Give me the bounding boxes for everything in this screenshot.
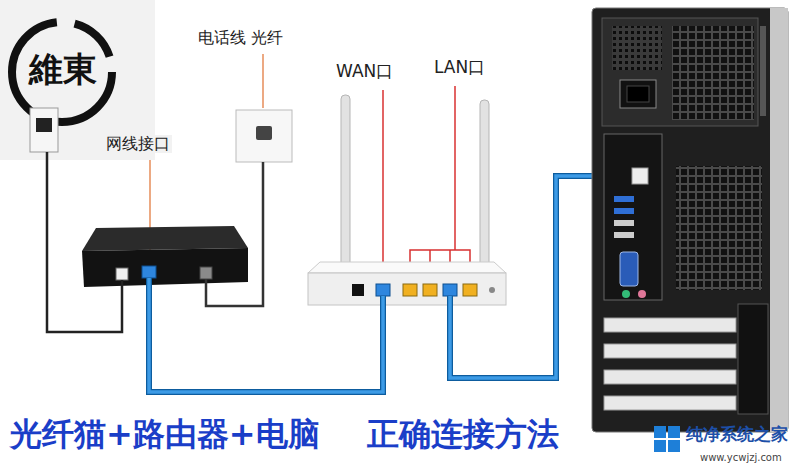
logo-brush-circle bbox=[12, 22, 112, 122]
router-reset bbox=[489, 287, 495, 293]
router-antenna bbox=[480, 100, 489, 270]
router-lan-port bbox=[423, 284, 437, 296]
ethernet-cable bbox=[149, 278, 383, 392]
port-label: 网线接口 bbox=[104, 135, 172, 153]
modem-phone-port bbox=[200, 267, 212, 279]
pc-case bbox=[592, 8, 788, 432]
modem-lan-port bbox=[142, 266, 156, 278]
pc-ethernet-port bbox=[632, 168, 648, 184]
pc-usb-port bbox=[614, 220, 634, 226]
port-label-holder: WAN口 bbox=[334, 62, 395, 82]
watermark-logo bbox=[668, 440, 680, 452]
port-label: WAN口 bbox=[334, 62, 395, 82]
pc-power-socket bbox=[620, 80, 656, 108]
pc-vga-port bbox=[620, 252, 638, 286]
pc-expansion-slot bbox=[604, 396, 736, 410]
router-wan-port bbox=[376, 284, 390, 296]
leader-line bbox=[454, 86, 456, 250]
phone-cable bbox=[206, 162, 263, 306]
watermark-logo bbox=[654, 426, 666, 438]
pc-io-panel bbox=[604, 134, 662, 300]
pc-psu bbox=[602, 18, 758, 126]
modem-power-port bbox=[116, 268, 128, 280]
watermark-text: 纯净系统之家 bbox=[684, 425, 790, 445]
pc-usb-port bbox=[614, 232, 634, 238]
port-label-holder: 电话线 光纤 bbox=[196, 28, 285, 47]
logo-text: 維東 bbox=[27, 50, 99, 89]
router-power-port bbox=[352, 284, 364, 296]
pc-expansion-slot bbox=[604, 344, 736, 358]
logo-text-holder: 維東 bbox=[27, 50, 99, 89]
caption: 光纤猫+路由器+电脑 正确连接方法 bbox=[10, 416, 559, 453]
leader-line bbox=[382, 90, 384, 283]
network-cable bbox=[47, 152, 122, 332]
modem-front bbox=[82, 248, 248, 287]
pc-audio-port bbox=[622, 290, 630, 298]
wall-plate-port bbox=[256, 126, 272, 140]
pc-usb-port bbox=[614, 196, 634, 202]
wall-plate bbox=[236, 110, 292, 162]
pc-power-socket-inner bbox=[627, 86, 649, 102]
pc-audio-port bbox=[638, 290, 646, 298]
ethernet-cable-outline bbox=[149, 278, 383, 392]
router-lan-port bbox=[463, 284, 477, 296]
pc-psu-vent bbox=[612, 26, 662, 70]
watermark-logo bbox=[654, 440, 666, 452]
router-front bbox=[308, 273, 506, 305]
watermark-url: www.ycwjzj.com bbox=[698, 452, 784, 464]
watermark-url-holder: www.ycwjzj.com bbox=[698, 446, 784, 465]
pc-case-grill bbox=[676, 166, 762, 290]
modem-top bbox=[82, 226, 248, 251]
pc-expansion-slot bbox=[604, 318, 736, 332]
pc-vent-slot bbox=[760, 26, 766, 116]
port-label: 电话线 光纤 bbox=[196, 29, 285, 47]
watermark-text-holder: 纯净系统之家 bbox=[684, 425, 790, 445]
watermark-logo bbox=[668, 426, 680, 438]
caption-holder: 光纤猫+路由器+电脑 正确连接方法 bbox=[10, 416, 559, 453]
leader-line bbox=[262, 54, 263, 108]
port-label-holder: LAN口 bbox=[432, 58, 487, 78]
port-label-holder: 网线接口 bbox=[104, 134, 172, 153]
router-lan-port bbox=[443, 284, 457, 296]
wall-jack bbox=[30, 108, 58, 152]
pc-psu-grill bbox=[672, 26, 754, 120]
router-lan-port bbox=[403, 284, 417, 296]
router-antenna bbox=[341, 95, 350, 275]
pc-usb-port bbox=[614, 208, 634, 214]
pc-card-bracket bbox=[738, 304, 768, 414]
pc-side-panel bbox=[770, 8, 788, 432]
wall-jack-port bbox=[36, 118, 52, 132]
pc-expansion-slot bbox=[604, 370, 736, 384]
port-label: LAN口 bbox=[432, 58, 487, 78]
router-top bbox=[308, 262, 506, 273]
